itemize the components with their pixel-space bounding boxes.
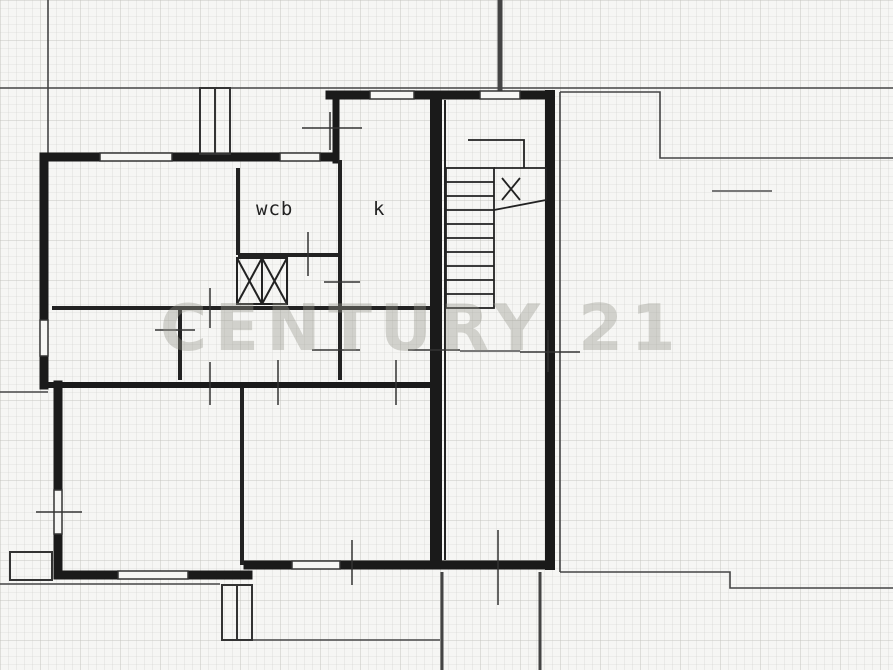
balcony-railings xyxy=(9,87,253,641)
century21-watermark: CENTURY 21 xyxy=(160,292,684,366)
dimension-dots xyxy=(460,190,772,352)
interior-walls xyxy=(52,100,446,565)
room-label-wcb: wcb xyxy=(256,198,294,220)
closet xyxy=(236,257,288,305)
room-label-k: k xyxy=(373,198,386,220)
door-markers xyxy=(36,112,580,605)
staircase xyxy=(445,139,547,309)
